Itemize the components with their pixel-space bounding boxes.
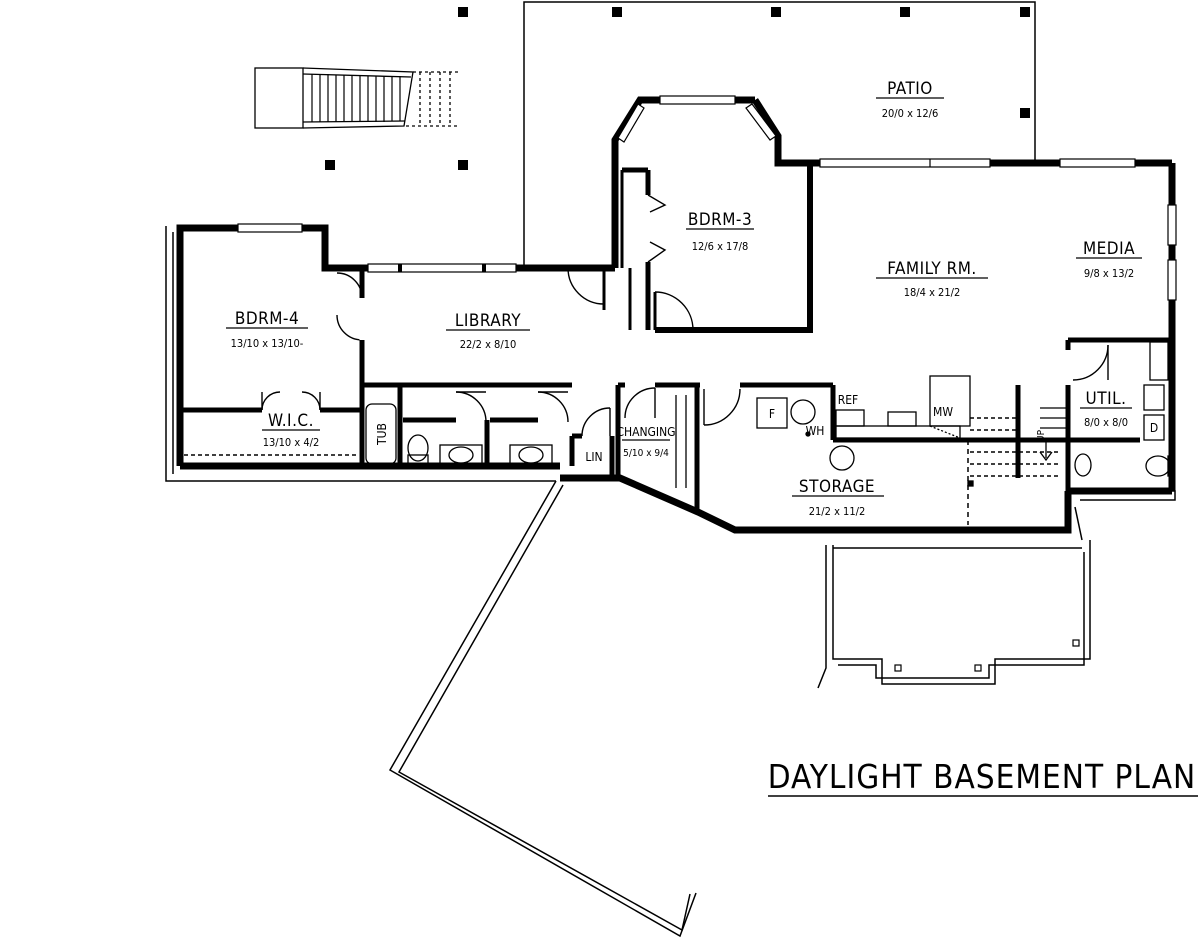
windows — [237, 95, 1177, 301]
room-size-library: 22/2 x 8/10 — [460, 338, 517, 351]
dryer-label: D — [1150, 421, 1158, 435]
deck-posts — [894, 639, 1080, 672]
room-name-storage: STORAGE — [799, 477, 875, 497]
room-name-changing: CHANGING — [616, 425, 675, 439]
room-name-library: LIBRARY — [455, 311, 521, 331]
room-name-wic: W.I.C. — [268, 411, 314, 431]
linen-label: LIN — [585, 450, 602, 464]
water-heater-label: WH — [806, 424, 825, 438]
room-size-bdrm4: 13/10 x 13/10- — [231, 337, 304, 350]
room-name-bdrm3: BDRM-3 — [688, 210, 752, 230]
furnace-label: F — [769, 407, 775, 421]
room-name-family: FAMILY RM. — [887, 259, 977, 279]
room-name-patio: PATIO — [887, 79, 933, 99]
plan-title: DAYLIGHT BASEMENT PLAN — [768, 757, 1196, 796]
room-size-bdrm3: 12/6 x 17/8 — [692, 240, 749, 253]
stair-up-label: UP — [1036, 429, 1047, 442]
fixtures — [365, 341, 1175, 488]
exterior-stair — [254, 67, 460, 129]
room-name-util: UTIL. — [1086, 389, 1127, 409]
ref-label: REF — [838, 393, 859, 407]
room-size-media: 9/8 x 13/2 — [1084, 267, 1134, 280]
room-name-media: MEDIA — [1083, 239, 1135, 259]
posts — [325, 7, 1030, 170]
room-labels: PATIO 20/0 x 12/6 BDRM-3 12/6 x 17/8 FAM… — [231, 79, 1135, 518]
fixture-labels: TUB LIN REF MW F WH UP D — [375, 393, 1158, 464]
room-size-util: 8/0 x 8/0 — [1084, 416, 1128, 429]
mw-label: MW — [933, 405, 953, 419]
room-size-family: 18/4 x 21/2 — [904, 286, 961, 299]
room-size-changing: 5/10 x 9/4 — [623, 448, 669, 459]
tub-label: TUB — [375, 423, 389, 446]
room-name-bdrm4: BDRM-4 — [235, 309, 299, 329]
room-size-wic: 13/10 x 4/2 — [263, 436, 320, 449]
label-underlines — [226, 97, 1142, 497]
doors — [261, 194, 1109, 437]
room-size-storage: 21/2 x 11/2 — [809, 505, 866, 518]
room-size-patio: 20/0 x 12/6 — [882, 107, 939, 120]
